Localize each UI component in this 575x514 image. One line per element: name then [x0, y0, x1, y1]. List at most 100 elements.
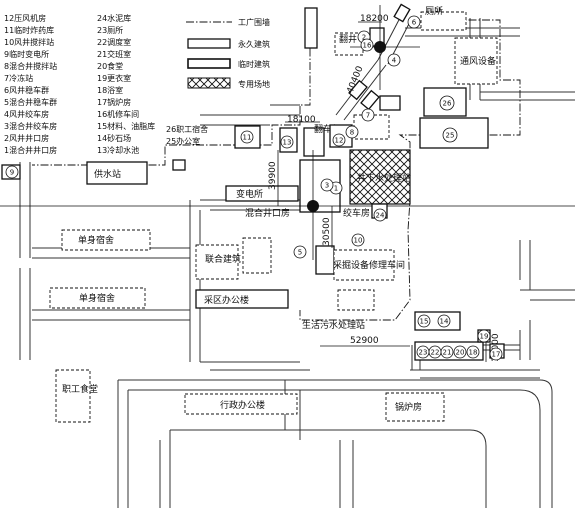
marker-6: 6	[407, 15, 421, 29]
marker-22: 22	[428, 345, 442, 359]
excavation-repair-label: 采掘设备修理车间	[333, 259, 405, 271]
marker-18: 18	[466, 345, 480, 359]
marker-23: 23	[416, 345, 430, 359]
facility-list-right: 24水泥库 23厕所 22调度室 21交班室 20食堂 19更衣室 18浴室 1…	[97, 13, 155, 155]
legend-permanent-symbol	[187, 38, 231, 49]
dim-52900: 52900	[350, 336, 379, 346]
svg-text:15: 15	[420, 318, 429, 326]
legend-special-label: 专用场地	[238, 79, 270, 89]
site-wall	[32, 8, 521, 321]
marker-9: 9	[5, 165, 19, 179]
marker-10: 10	[351, 233, 365, 247]
facility-item: 16机修车间	[97, 109, 139, 119]
substation	[225, 185, 299, 202]
svg-text:7: 7	[366, 112, 370, 120]
legend-temporary-symbol	[187, 58, 231, 69]
admin-building-label: 行政办公楼	[220, 399, 265, 411]
marker-7: 7	[361, 108, 375, 122]
sewage-plant-label: 生活污水处理站	[302, 319, 365, 331]
vent-equipment-label: 通风设备	[460, 55, 496, 67]
toilet-label: 厕所	[425, 6, 443, 17]
toilet-building	[420, 11, 467, 31]
svg-text:3: 3	[325, 182, 329, 190]
svg-text:4: 4	[392, 57, 397, 65]
excavation-repair-workshop	[333, 249, 395, 281]
svg-text:2: 2	[362, 34, 366, 42]
facility-item: 26职工宿舍	[166, 124, 208, 134]
svg-text:11: 11	[243, 134, 252, 142]
dim-18100: 18100	[287, 115, 316, 125]
admin-building	[184, 393, 298, 415]
mixed-well-house-label: 混合井口房	[245, 207, 290, 219]
marker-25: 25	[442, 127, 458, 143]
svg-text:6: 6	[412, 19, 417, 27]
single-dorm-1-label: 单身宿舍	[78, 234, 114, 246]
svg-text:14: 14	[440, 318, 449, 326]
svg-text:25: 25	[446, 132, 455, 140]
facility-item: 25办公室	[166, 136, 200, 146]
facility-item: 2风井井口房	[4, 133, 49, 143]
legend-special-symbol	[187, 77, 231, 89]
svg-text:23: 23	[419, 349, 428, 357]
dim-18200: 18200	[360, 14, 389, 24]
marker-19: 19	[477, 329, 491, 343]
water-supply-label: 供水站	[94, 168, 121, 180]
joint-building-annex	[242, 237, 272, 274]
svg-text:12: 12	[335, 137, 344, 145]
marker-14: 14	[437, 314, 451, 328]
building-23	[172, 159, 186, 171]
marker-12: 12	[332, 133, 346, 147]
building-26	[379, 95, 401, 111]
mixed-well-complex	[299, 159, 341, 213]
marker-24: 24	[373, 208, 387, 222]
mining-office-label: 采区办公楼	[204, 294, 249, 306]
building-5-small	[315, 245, 335, 275]
marker-13: 13	[280, 135, 294, 149]
svg-text:18: 18	[469, 349, 478, 357]
facility-item: 6风井稳车群	[4, 85, 49, 95]
single-dorm-2	[49, 287, 146, 309]
marker-26: 26	[439, 95, 455, 111]
facility-item: 11临时炸药库	[4, 25, 54, 35]
joint-building-label: 联合建筑	[205, 253, 241, 265]
facility-item: 12压风机房	[4, 13, 46, 23]
marker-11: 11	[240, 130, 254, 144]
svg-text:17: 17	[492, 351, 501, 359]
marker-17: 17	[489, 347, 503, 361]
staff-canteen-label: 职工食堂	[62, 383, 98, 395]
marker-3: 3	[320, 178, 334, 192]
legend-permanent-label: 永久建筑	[238, 39, 270, 49]
facility-item: 22调度室	[97, 37, 131, 47]
facility-item: 24水泥库	[97, 13, 131, 23]
facility-item: 3混合井绞车房	[4, 121, 57, 131]
facility-item: 8混合井搅拌站	[4, 61, 57, 71]
svg-text:5: 5	[298, 249, 302, 257]
facility-item: 21交班室	[97, 49, 131, 59]
dim-30500: 30500	[322, 217, 332, 246]
single-dorm-2-label: 单身宿舍	[79, 292, 115, 304]
marker-5: 5	[293, 245, 307, 259]
water-supply-station	[86, 161, 148, 185]
single-dorm-1	[61, 229, 151, 251]
boiler-room	[385, 392, 445, 422]
well-head-building	[334, 32, 364, 56]
hoist-house	[303, 127, 325, 157]
svg-text:19: 19	[480, 333, 489, 341]
facility-item: 1混合井井口房	[4, 145, 57, 155]
svg-text:21: 21	[443, 349, 452, 357]
facility-item: 10风井搅拌站	[4, 37, 54, 47]
svg-text:24: 24	[376, 212, 385, 220]
repair-workshop-annex	[337, 289, 375, 311]
facility-item: 15材料、油脂库	[97, 121, 155, 131]
facility-item: 13冷却水池	[97, 145, 139, 155]
svg-text:16: 16	[363, 42, 372, 50]
facility-item: 5混合井稳车群	[4, 97, 57, 107]
vent-equipment-building	[454, 37, 498, 85]
boiler-room-label: 锅炉房	[395, 401, 422, 413]
svg-text:20: 20	[456, 349, 465, 357]
facility-list-extra: 26职工宿舍 25办公室	[166, 124, 208, 146]
diagonal-conveyor	[335, 3, 413, 121]
marker-21: 21	[440, 345, 454, 359]
mining-office	[195, 289, 289, 309]
